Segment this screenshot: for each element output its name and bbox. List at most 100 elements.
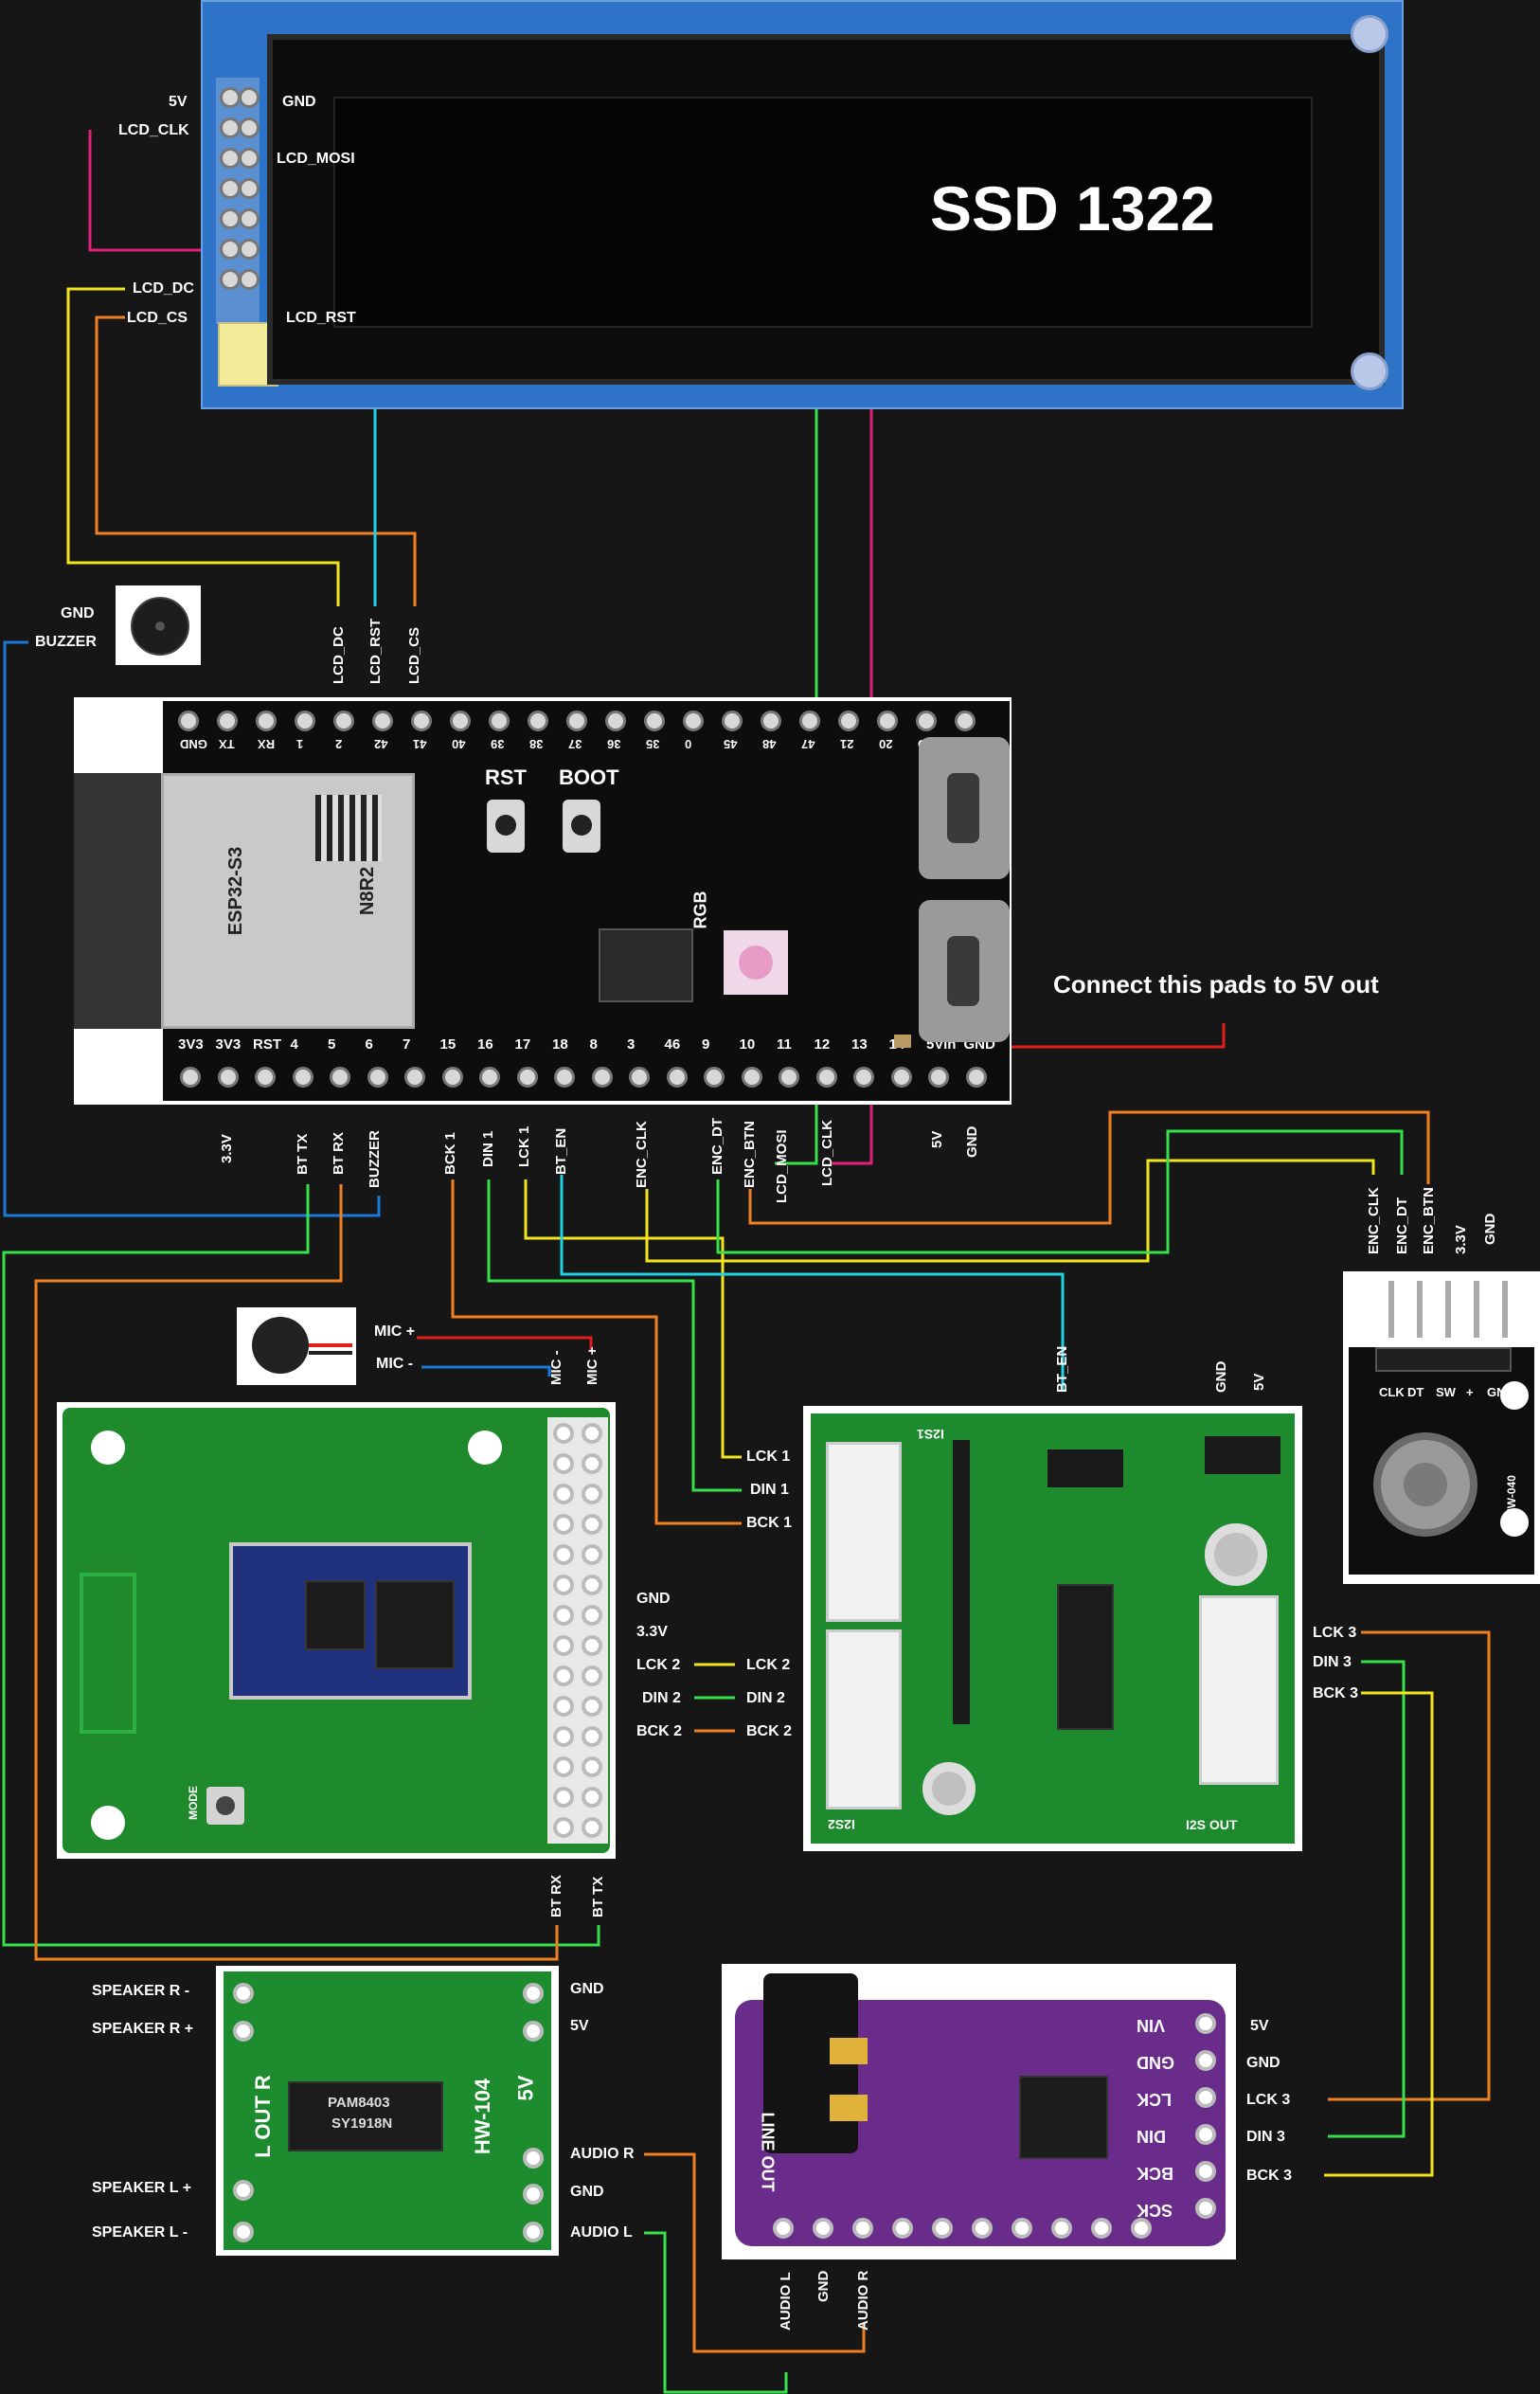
esp-top-pin-label: GND <box>180 737 207 751</box>
esp-top-pin <box>722 711 743 731</box>
esp-bottom-pin <box>554 1067 575 1088</box>
esp-bottom-wire-label: GND <box>964 1125 980 1158</box>
esp-bottom-pin <box>815 1067 837 1088</box>
esp-top-pin <box>178 711 199 731</box>
bt-header-pin <box>582 1635 602 1656</box>
esp-bottom-pin-label: 4 <box>290 1036 298 1053</box>
rotary-encoder-module: CLK DT SW + GND HW-040 <box>1343 1271 1540 1584</box>
i2s-label-bck2: BCK 2 <box>746 1723 793 1739</box>
bt-label-33v: 3.3V <box>636 1624 668 1640</box>
bt-header-pin <box>553 1514 574 1535</box>
wire-enc-dt <box>716 1129 1404 1254</box>
esp-bottom-pin <box>330 1067 350 1088</box>
i2s-label-lck2: LCK 2 <box>746 1657 791 1673</box>
esp-top-pin-label: 35 <box>646 737 660 751</box>
esp-bottom-wire-label: ENC_DT <box>709 1117 725 1175</box>
esp-bottom-pin-label: 17 <box>514 1036 531 1053</box>
bt-header-pin <box>582 1514 602 1535</box>
esp32-shield: ESP32-S3 N8R2 <box>161 773 415 1029</box>
amp-chip: PAM8403 SY1918N <box>288 2081 443 2151</box>
esp-top-pin <box>333 711 354 731</box>
esp-bottom-pin <box>479 1067 500 1088</box>
esp-top-pin-label: 38 <box>529 737 544 751</box>
wire-din3 <box>1328 1660 1406 2138</box>
esp-top-pin-label: TX <box>219 737 235 751</box>
amp-label-audio-l: AUDIO L <box>570 2224 633 2241</box>
display-glass <box>267 34 1385 385</box>
dac-label-audio-r: AUDIO R <box>855 2270 871 2331</box>
disp-label-lcd-clk: LCD_CLK <box>118 122 189 138</box>
esp-top-pin-label: 36 <box>607 737 621 751</box>
bt-header-pin <box>582 1605 602 1626</box>
bt-header-pin <box>582 1575 602 1595</box>
usb-c-bottom <box>919 900 1010 1042</box>
bt-header-pin <box>553 1756 574 1777</box>
wire-lcd-cs <box>95 315 417 606</box>
dac-right-pin-label: GND <box>1137 2053 1174 2072</box>
wire-enc-btn <box>748 1110 1430 1225</box>
dac-bottom-pins <box>773 2216 1190 2244</box>
amp-label-speaker-r-minus: SPEAKER R - <box>92 1983 190 1999</box>
esp-bottom-pin <box>741 1067 762 1088</box>
i2s-out-connector <box>1199 1595 1279 1785</box>
bt-header-pin <box>553 1665 574 1686</box>
enc-label-clk: ENC_CLK <box>1366 1187 1382 1254</box>
i2s2-silk: I2S2 <box>828 1817 855 1832</box>
bt-header-pin <box>582 1726 602 1747</box>
rst-button[interactable] <box>487 800 525 853</box>
esp-bottom-pin <box>367 1067 388 1088</box>
i2s-label-lck3: LCK 3 <box>1313 1625 1357 1641</box>
esp-bottom-wire-label: BUZZER <box>367 1130 383 1188</box>
esp-bottom-pin-label: 7 <box>403 1036 411 1053</box>
amp-pcb: PAM8403 SY1918N HW-104 L OUT R 5V <box>224 1971 551 2250</box>
esp-top-pin <box>217 711 238 731</box>
disp-label-lcd-cs: LCD_CS <box>127 310 188 326</box>
i2s1-silk: I2S1 <box>917 1427 944 1442</box>
esp32-top-header: GNDTXRX12424140393837363504548472120GNDG… <box>176 709 1000 765</box>
dac-right-pin-label: DIN <box>1137 2127 1166 2146</box>
esp-top-pin <box>683 711 704 731</box>
dac-label-5v: 5V <box>1250 2018 1269 2034</box>
bt-pcb: MODE <box>63 1408 610 1853</box>
amp-label-5v: 5V <box>570 2018 589 2034</box>
bt-mode-button[interactable] <box>206 1787 244 1825</box>
bt-header-pin <box>582 1423 602 1444</box>
esp-top-pin-label: 21 <box>840 737 854 751</box>
dac-bottom-pin <box>932 2218 953 2239</box>
esp-bottom-pin-label: 46 <box>664 1036 681 1053</box>
i2s-buffer-chip <box>1057 1584 1114 1730</box>
amp-pad-l-plus <box>233 2180 254 2201</box>
dac-label-din3: DIN 3 <box>1246 2129 1285 2145</box>
esp-bottom-wire-label: 3.3V <box>219 1134 235 1163</box>
disp-label-lcd-mosi: LCD_MOSI <box>277 151 355 167</box>
5v-jumper-pads <box>894 1035 911 1048</box>
dac-bottom-pin <box>852 2218 873 2239</box>
boot-button[interactable] <box>563 800 600 853</box>
amp-pad-r-plus <box>233 2021 254 2042</box>
dac-right-pin-label: LCK <box>1137 2090 1172 2109</box>
pam8403-amplifier: PAM8403 SY1918N HW-104 L OUT R 5V <box>216 1966 559 2256</box>
amp-pad-gnd <box>523 1983 544 2004</box>
esp-bottom-pin-label: 8 <box>589 1036 598 1053</box>
esp32-bottom-header: 3V33V3RST4567151617188346910111213145Vin… <box>176 1033 1000 1095</box>
esp-top-pin <box>761 711 781 731</box>
dac-right-pin <box>1195 2050 1216 2071</box>
i2s1-connector <box>826 1442 902 1622</box>
esp-bottom-pin-label: 3V3 <box>215 1036 242 1053</box>
module-variant: N8R2 <box>357 866 379 916</box>
amp-label-gnd2: GND <box>570 2184 604 2200</box>
wire-audio-r <box>644 2152 866 2353</box>
esp-bottom-pin-label: 3V3 <box>178 1036 204 1053</box>
display-title: SSD 1322 <box>930 173 1215 243</box>
encoder-knob[interactable] <box>1373 1432 1477 1537</box>
bt-chip-module <box>229 1542 472 1700</box>
esp-bottom-pin <box>180 1067 201 1088</box>
esp-top-pin-label: 45 <box>724 737 738 751</box>
esp-top-pin <box>838 711 859 731</box>
dac-bottom-pin <box>972 2218 993 2239</box>
esp-bottom-pin <box>853 1067 874 1088</box>
esp-top-label-lcd-dc: LCD_DC <box>331 626 347 684</box>
buzzer-photo <box>116 585 201 665</box>
sel-header <box>1048 1449 1123 1487</box>
